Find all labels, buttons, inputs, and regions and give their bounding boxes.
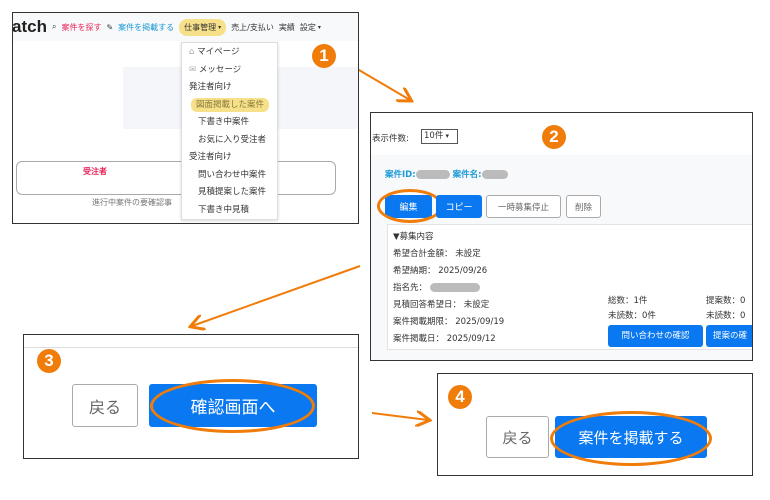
copy-button[interactable]: コピー	[436, 195, 482, 218]
menu-header-contractor: 受注者向け	[189, 152, 232, 162]
menu-posted-jobs[interactable]: 図面掲載した案件	[182, 97, 277, 115]
menu-messages[interactable]: ✉ メッセージ	[189, 64, 242, 75]
menu-mypage[interactable]: ⌂ マイページ	[189, 47, 240, 57]
step-badge-1: 1	[312, 44, 336, 68]
redacted-designee	[429, 283, 480, 292]
chevron-down-icon: ▾	[443, 132, 450, 140]
detail-post-limit: 案件掲載期限： 2025/09/19	[393, 317, 505, 327]
edit-highlight	[377, 189, 443, 223]
role-tabs: 受注者	[16, 161, 336, 195]
nav-work-highlight[interactable]: 仕事管理 ▾	[179, 18, 227, 36]
nav-settings[interactable]: 設定	[299, 22, 316, 32]
recruit-details: ▼募集内容 希望合計金額： 未設定 希望納期： 2025/09/26 指名先： …	[387, 224, 752, 350]
search-icon: ⌕	[51, 22, 57, 31]
display-count-select[interactable]: 10件 ▾	[421, 129, 458, 144]
back-button[interactable]: 戻る	[486, 416, 549, 458]
step-badge-2: 2	[542, 125, 566, 149]
pause-button[interactable]: 一時募集停止	[486, 195, 561, 218]
detail-budget: 希望合計金額： 未設定	[393, 249, 481, 259]
pencil-icon: ✎	[106, 22, 114, 32]
nav-search[interactable]: 案件を探す	[61, 22, 102, 32]
nav-post[interactable]: 案件を掲載する	[118, 22, 175, 32]
section-toggle[interactable]: ▼募集内容	[393, 232, 434, 242]
menu-proposals[interactable]: 見積提案した案件	[198, 187, 267, 197]
chevron-down-icon: ▾	[317, 23, 321, 31]
chevron-down-icon: ▾	[218, 23, 222, 31]
nav-results[interactable]: 実績	[278, 22, 295, 32]
detail-quote-date: 見積回答希望日： 未設定	[393, 300, 490, 310]
tab-contractor[interactable]: 受注者	[83, 167, 107, 176]
home-icon: ⌂	[189, 47, 198, 57]
redacted-name	[481, 170, 508, 179]
step2-panel: 表示件数: 10件 ▾ 案件ID: 案件名: 編集 コピー 一時募集停止 削除 …	[370, 112, 753, 361]
logo: atch	[12, 17, 47, 36]
nav-sales[interactable]: 売上/支払い	[231, 22, 274, 32]
menu-header-client: 発注者向け	[189, 82, 232, 92]
menu-fav-contractors[interactable]: お気に入り受注者	[198, 134, 267, 145]
step3-panel: 戻る 確認画面へ	[23, 334, 359, 459]
arrow-2-3	[192, 265, 361, 326]
redacted-id	[415, 170, 450, 179]
menu-draft-jobs[interactable]: 下書き中案件	[198, 117, 250, 127]
step-badge-3: 3	[37, 349, 61, 373]
back-button[interactable]: 戻る	[72, 384, 138, 427]
mail-icon: ✉	[189, 64, 199, 75]
proposal-check-button[interactable]: 提案の確	[706, 325, 752, 347]
detail-deadline: 希望納期： 2025/09/26	[393, 266, 488, 276]
navbar: atch ⌕ 案件を探す ✎ 案件を掲載する 仕事管理 ▾ 売上/支払い 実績 …	[13, 13, 358, 41]
stat-unread: 未読数：0件	[608, 311, 656, 321]
inquiry-check-button[interactable]: 問い合わせの確認	[608, 325, 703, 347]
job-card: 案件ID: 案件名: 編集 コピー 一時募集停止 削除 ▼募集内容 希望合計金額…	[371, 155, 752, 360]
menu-draft-estimates[interactable]: 下書き中見積	[198, 204, 250, 215]
nav-work[interactable]: 仕事管理	[184, 22, 217, 32]
stat-total: 総数：1件	[608, 296, 648, 306]
top-divider	[24, 347, 358, 348]
confirm-highlight	[150, 379, 315, 433]
stat-unread-proposals: 未読数：0	[706, 311, 746, 321]
detail-designee: 指名先：	[393, 280, 752, 297]
step1-panel: atch ⌕ 案件を探す ✎ 案件を掲載する 仕事管理 ▾ 売上/支払い 実績 …	[12, 12, 359, 224]
delete-button[interactable]: 削除	[566, 195, 601, 218]
job-id: 案件ID: 案件名:	[385, 168, 508, 180]
stat-proposals: 提案数：0	[706, 296, 746, 306]
display-count-label: 表示件数:	[372, 134, 409, 144]
publish-highlight	[550, 411, 712, 466]
menu-inquiries[interactable]: 問い合わせ中案件	[198, 169, 267, 180]
arrow-3-4	[371, 413, 428, 420]
pending-note: 進行中案件の要確認事	[92, 198, 172, 207]
step4-panel: 戻る 案件を掲載する	[437, 373, 753, 476]
detail-post-date: 案件掲載日： 2025/09/12	[393, 334, 496, 344]
work-dropdown: ⌂ マイページ ✉ メッセージ 発注者向け 図面掲載した案件 下書き中案件 お気…	[181, 42, 278, 220]
step-badge-4: 4	[448, 385, 472, 409]
